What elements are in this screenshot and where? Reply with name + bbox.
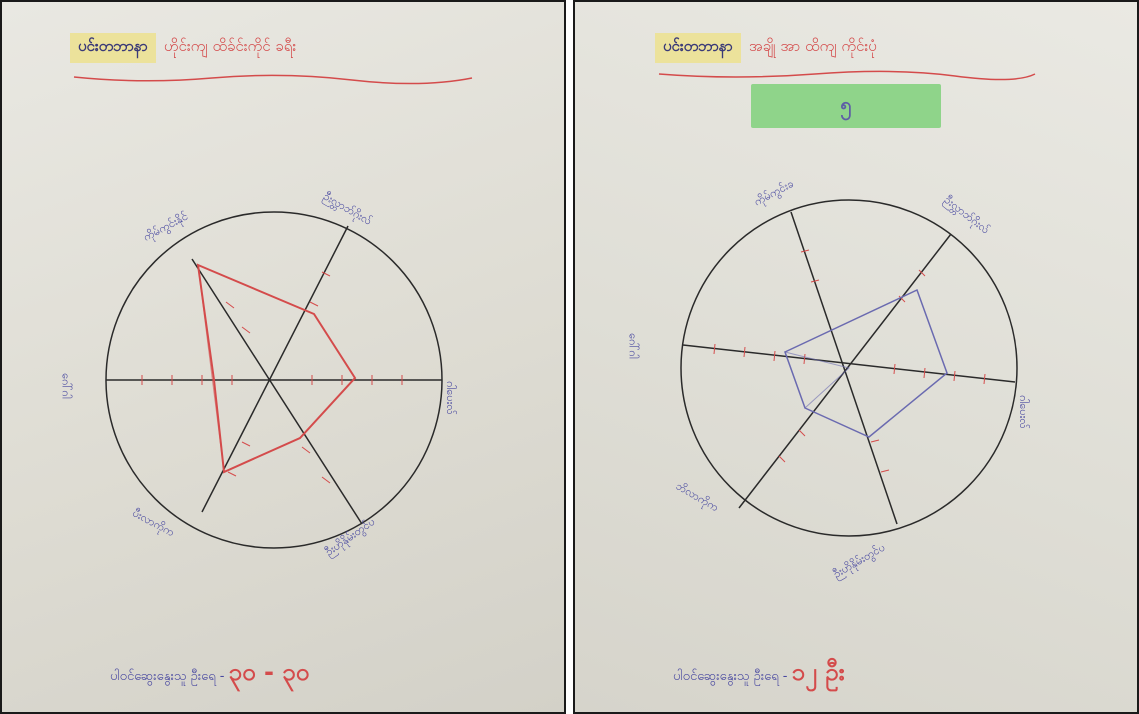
rating-polygon <box>196 263 357 474</box>
title-underline <box>658 70 1036 81</box>
title-highlight: ပင်းတဘာနာ <box>70 33 156 63</box>
chart-title: ပင်းတဘာနာ ဟိုင်းကျ ထိခ်င်းကိုင် ခရီး <box>70 30 296 66</box>
title-rest: ဟိုင်းကျ ထိခ်င်းကိုင် ခရီး <box>163 37 297 55</box>
axis-line <box>682 344 1016 383</box>
participant-count: ပါဝင်ဆွေးနွေးသူ ဦးရေ - ၁၂ ဦး <box>673 656 845 692</box>
photo-right: ပင်းတဘာနာ အချို အာ ထိကျ ကိုင်းပုံ ၅ ကိုမ… <box>573 0 1139 714</box>
photo-left: ပင်းတဘာနာ ဟိုင်းကျ ထိခ်င်းကိုင် ခရီး ကို… <box>0 0 566 714</box>
title-highlight: ပင်းတဘာနာ <box>655 33 741 63</box>
footer-number: ၁၂ ဦး <box>791 658 845 686</box>
footer-text: ပါဝင်ဆွေးနွေးသူ ဦးရေ - <box>110 669 225 684</box>
axis-label: ဂေါ်ဂါ <box>59 373 73 399</box>
group-number-box: ၅ <box>751 84 941 128</box>
rating-polygon <box>784 288 948 438</box>
axis-label: ဂေါ်ဂါ <box>626 333 640 359</box>
rating-polygon-inner <box>784 351 851 409</box>
rating-polygon-trace <box>197 264 225 473</box>
axis-line <box>191 258 363 525</box>
chart-title: ပင်းတဘာနာ အချို အာ ထိကျ ကိုင်းပုံ <box>655 30 877 66</box>
title-rest: အချို အာ ထိကျ ကိုင်းပုံ <box>748 37 877 55</box>
spider-diagram-right <box>658 70 1036 537</box>
axis-line <box>201 225 349 513</box>
participant-count: ပါဝင်ဆွေးနွေးသူ ဦးရေ - ၃၀ - ၃၀ <box>110 656 309 692</box>
axis-ticks <box>713 249 986 473</box>
axis-ticks <box>141 271 403 484</box>
axis-line <box>790 211 898 525</box>
axis-label: ဂါပေးလ် <box>443 381 457 415</box>
outer-circle <box>680 199 1018 537</box>
title-underline <box>73 74 473 85</box>
footer-number: ၃၀ - ၃၀ <box>228 658 310 686</box>
axis-label: ဂါပေးလ် <box>1016 395 1030 429</box>
spider-diagram-left <box>73 74 473 549</box>
footer-text: ပါဝင်ဆွေးနွေးသူ ဦးရေ - <box>673 669 788 684</box>
